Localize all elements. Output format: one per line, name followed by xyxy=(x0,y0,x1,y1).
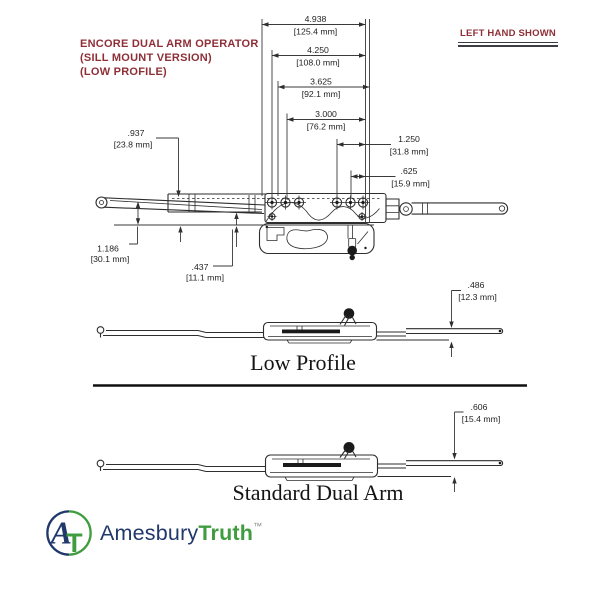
hand-note-underline-2 xyxy=(458,45,558,47)
hand-note-underline-1 xyxy=(458,41,558,44)
low-profile-view: .486 [12.3 mm] Low Profile xyxy=(96,280,504,375)
logo-amesbury: Amesbury xyxy=(100,520,199,545)
dim-3000-in: 3.000 xyxy=(315,109,337,119)
dim-4938-in: 4.938 xyxy=(305,14,327,24)
dim-606-in: .606 xyxy=(471,402,488,412)
top-view-dimensions: 4.938 [125.4 mm] 4.250 [108.0 mm] 3.625 … xyxy=(91,14,430,283)
dim-437-mm: [11.1 mm] xyxy=(186,273,224,283)
dim-486-in: .486 xyxy=(468,280,485,290)
dim-4938-mm: [125.4 mm] xyxy=(294,27,337,37)
trademark-symbol: ™ xyxy=(253,520,263,531)
low-profile-label: Low Profile xyxy=(250,350,356,375)
dim-4250-mm: [108.0 mm] xyxy=(296,58,339,68)
drawing-title: ENCORE DUAL ARM OPERATOR (SILL MOUNT VER… xyxy=(80,37,259,79)
dim-625-in: .625 xyxy=(401,166,418,176)
amesburytruth-logo-icon: A T xyxy=(46,510,92,558)
dim-1186-mm: [30.1 mm] xyxy=(91,254,130,264)
dim-937-mm: [23.8 mm] xyxy=(114,140,153,150)
amesburytruth-logo-text: AmesburyTruth™ xyxy=(100,521,262,546)
dim-1186-in: 1.186 xyxy=(97,244,119,254)
dim-937-in: .937 xyxy=(128,128,145,138)
amesburytruth-logo: A T AmesburyTruth™ xyxy=(44,508,262,558)
dim-3625-mm: [92.1 mm] xyxy=(302,89,341,99)
dim-486-mm: [12.3 mm] xyxy=(458,292,497,302)
title-line-2: (SILL MOUNT VERSION) xyxy=(80,52,212,64)
standard-dual-arm-label: Standard Dual Arm xyxy=(232,480,403,505)
mounting-holes xyxy=(265,195,370,221)
top-view-parts xyxy=(95,192,509,261)
dim-4250-in: 4.250 xyxy=(307,45,329,55)
hand-note: LEFT HAND SHOWN xyxy=(460,28,556,39)
title-line-3: (LOW PROFILE) xyxy=(80,66,167,78)
dim-437-in: .437 xyxy=(192,262,209,272)
dim-625-mm: [15.9 mm] xyxy=(391,179,430,189)
dim-606-mm: [15.4 mm] xyxy=(462,414,501,424)
dim-3000-mm: [76.2 mm] xyxy=(307,122,346,132)
title-line-1: ENCORE DUAL ARM OPERATOR xyxy=(80,38,259,50)
logo-monogram-a: A xyxy=(49,516,72,551)
standard-dual-arm-view: .606 [15.4 mm] Standard Dual Arm xyxy=(96,402,504,505)
dim-3625-in: 3.625 xyxy=(310,77,332,87)
logo-truth: Truth xyxy=(198,520,254,545)
dim-1250-in: 1.250 xyxy=(398,134,420,144)
logo-monogram-t: T xyxy=(66,528,83,558)
dim-1250-mm: [31.8 mm] xyxy=(390,147,429,157)
